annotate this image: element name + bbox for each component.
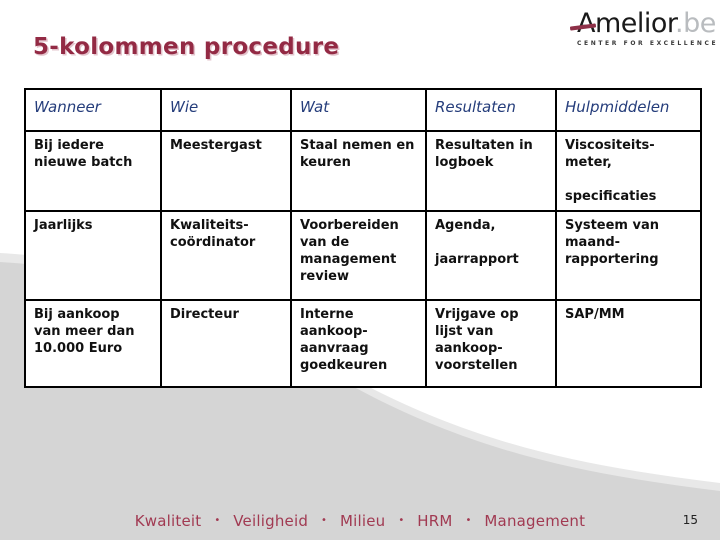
table-cell: SAP/MM: [555, 299, 702, 388]
table-cell: Staal nemen en keuren: [290, 130, 427, 212]
page-title: 5-kolommen procedure: [33, 34, 340, 60]
footer-item-veiligheid: Veiligheid: [233, 512, 309, 530]
footer-item-hrm: HRM: [417, 512, 453, 530]
table-cell: Viscositeits- meter, specificaties: [555, 130, 702, 212]
bullet-separator-icon: •: [214, 514, 221, 526]
table-row: Bij iedere nieuwe batch Meestergast Staa…: [24, 130, 702, 212]
table-cell: Systeem van maand- rapportering: [555, 210, 702, 301]
column-header-wanneer: Wanneer: [24, 88, 162, 132]
table-cell: Kwaliteits- coördinator: [160, 210, 292, 301]
bullet-separator-icon: •: [398, 514, 405, 526]
table-cell: Directeur: [160, 299, 292, 388]
footer-item-milieu: Milieu: [339, 512, 386, 530]
footer-item-kwaliteit: Kwaliteit: [134, 512, 202, 530]
bullet-separator-icon: •: [465, 514, 472, 526]
table-cell: Bij iedere nieuwe batch: [24, 130, 162, 212]
table-row: Jaarlijks Kwaliteits- coördinator Voorbe…: [24, 210, 702, 301]
table-header-row: Wanneer Wie Wat Resultaten Hulpmiddelen: [24, 88, 702, 132]
logo-domain-suffix: .be: [675, 8, 716, 39]
procedure-table: Wanneer Wie Wat Resultaten Hulpmiddelen …: [24, 88, 702, 388]
table-row: Bij aankoop van meer dan 10.000 Euro Dir…: [24, 299, 702, 388]
column-header-hulpmiddelen: Hulpmiddelen: [555, 88, 702, 132]
footer-item-management: Management: [484, 512, 586, 530]
table-cell: Jaarlijks: [24, 210, 162, 301]
bullet-separator-icon: •: [321, 514, 327, 526]
table-cell: Agenda, jaarrapport: [425, 210, 557, 301]
footer-theme-strip: Kwaliteit • Veiligheid • Milieu • HRM • …: [0, 512, 720, 530]
logo-tagline: CENTER FOR EXCELLENCE: [577, 40, 719, 47]
table-cell: Vrijgave op lijst van aankoop- voorstell…: [425, 299, 557, 388]
column-header-wie: Wie: [160, 88, 292, 132]
amelior-logo: Amelior.be CENTER FOR EXCELLENCE: [569, 10, 719, 47]
table-cell: Resultaten in logboek: [425, 130, 557, 212]
column-header-resultaten: Resultaten: [425, 88, 557, 132]
table-cell: Interne aankoop- aanvraag goedkeuren: [290, 299, 427, 388]
table-cell: Bij aankoop van meer dan 10.000 Euro: [24, 299, 162, 388]
table-cell: Voorbereiden van de management review: [290, 210, 427, 301]
slide-page-number: 15: [682, 513, 698, 527]
table-cell: Meestergast: [160, 130, 292, 212]
column-header-wat: Wat: [290, 88, 427, 132]
